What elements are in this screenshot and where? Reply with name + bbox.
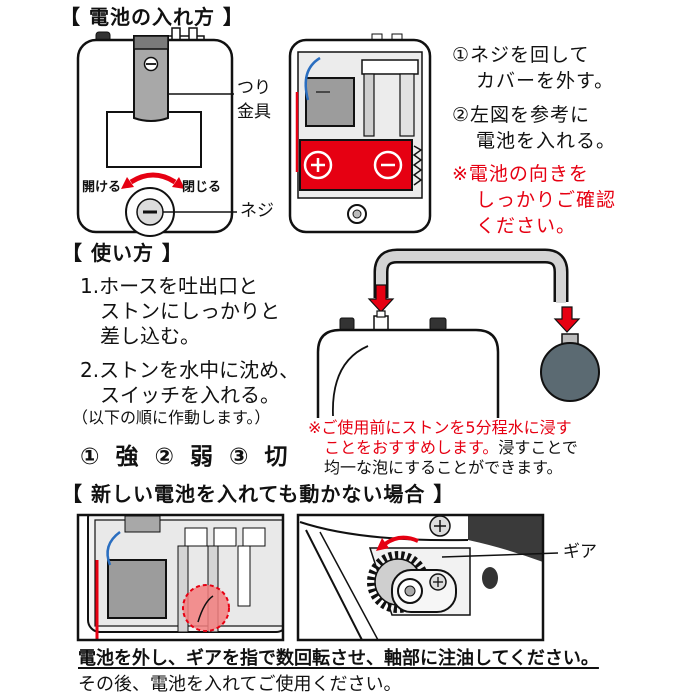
gear-highlight-circle <box>182 584 230 632</box>
step-text: ②左図を参考に <box>452 104 591 126</box>
step-text: 電池を入れる。 <box>476 130 617 152</box>
gear-edge <box>197 595 214 623</box>
frame-bar <box>361 59 419 75</box>
frame-post <box>399 73 415 137</box>
usage-step1-line: ストンにしっかりと <box>100 299 280 323</box>
housing-edge <box>299 521 469 542</box>
hook-top <box>133 35 169 50</box>
axle-center <box>404 585 416 597</box>
section-heading-battery: 【 電池の入れ方 】 <box>60 5 244 29</box>
warning-text: ※電池の向きを <box>452 163 589 185</box>
step-text: ①ネジを回して <box>452 44 590 66</box>
arrow-head-left <box>121 177 134 189</box>
outlet-nozzle <box>376 310 386 318</box>
image-frame <box>296 513 545 642</box>
troubleshoot-instruction: 電池を外し、ギアを指で数回転させ、軸部に注油してください。 <box>78 648 599 669</box>
hanging-hook <box>133 35 169 122</box>
blue-wire <box>304 56 321 101</box>
order-note: （以下の順に作動します。） <box>72 408 271 427</box>
pump-face-curve <box>332 345 369 417</box>
spring <box>412 145 423 186</box>
soak-note-line2: ことをおすすめします。浸すことで <box>324 440 578 456</box>
hose-outline <box>373 248 569 302</box>
terminal <box>242 527 266 547</box>
pump-body <box>316 328 500 418</box>
section-heading-troubleshoot: 【 新しい電池を入れても動かない場合 】 <box>62 482 455 506</box>
top-terminal <box>171 27 181 41</box>
minus-terminal-icon <box>373 150 403 180</box>
hook-label-line1: つり <box>237 78 271 98</box>
pump-knob <box>429 317 447 331</box>
terminal <box>124 515 161 533</box>
housing-line <box>305 529 363 640</box>
usage-step2-line: スイッチを入れる。 <box>100 383 280 407</box>
troubleshoot-followup: その後、電池を入れてご使用ください。 <box>78 674 402 695</box>
cover-screw-center <box>352 209 362 219</box>
top-terminal <box>188 27 198 41</box>
rotate-arrow-icon <box>383 535 419 546</box>
frame-post <box>237 545 251 607</box>
troubleshoot-image-interior <box>76 513 285 642</box>
plus-terminal-icon <box>303 150 333 180</box>
gear-label: ギア <box>563 542 597 562</box>
arrow-head-right <box>172 177 185 189</box>
outlet <box>373 315 389 331</box>
gear-leader-line <box>441 552 559 558</box>
frame-post <box>363 73 375 137</box>
pump-open-illustration <box>288 33 432 234</box>
troubleshoot-image-gear <box>296 513 559 642</box>
terminal <box>213 527 237 547</box>
frame-post <box>177 545 189 633</box>
down-arrow-icon <box>553 306 581 333</box>
air-stone <box>540 342 600 402</box>
close-label: 閉じる <box>182 180 222 195</box>
pump-knob <box>339 317 355 331</box>
open-label: 開ける <box>82 180 122 195</box>
mode-sequence: ① 強 ② 弱 ③ 切 <box>80 444 288 470</box>
step-text: カバーを外す。 <box>476 70 615 92</box>
soak-note-line1: ※ご使用前にストンを5分程水に浸す <box>308 418 572 437</box>
usage-step2-line: 2.ストンを水中に沈め、 <box>80 358 300 382</box>
screw-label: ネジ <box>240 201 274 221</box>
image-frame <box>76 513 285 642</box>
terminal <box>184 527 208 547</box>
warning-text: しっかりご確認 <box>476 189 617 211</box>
soak-note-red: ことをおすすめします。 <box>324 438 499 457</box>
usage-step1-line: 差し込む。 <box>100 324 200 348</box>
usage-step1-line: 1.ホースを吐出口と <box>80 274 259 298</box>
hook-label-line2: 金具 <box>237 102 271 122</box>
hose <box>376 251 566 303</box>
dark-housing <box>468 515 543 562</box>
rotate-arrow-head <box>376 538 389 551</box>
oval-hole <box>482 567 498 589</box>
motor-box <box>107 559 167 619</box>
down-arrow-icon <box>367 284 395 313</box>
warning-text: ください。 <box>476 215 577 237</box>
housing-line <box>319 531 379 640</box>
section-heading-usage: 【 使い方 】 <box>62 241 183 265</box>
open-close-arrow-icon <box>129 172 177 185</box>
soak-note-black: 浸すことで <box>498 438 578 457</box>
motor-box <box>305 77 355 127</box>
soak-note-line3: 均一な泡にすることができます。 <box>324 458 563 477</box>
pump-front-illustration <box>76 27 237 237</box>
blue-wire <box>106 530 121 566</box>
usage-illustration <box>316 248 600 418</box>
